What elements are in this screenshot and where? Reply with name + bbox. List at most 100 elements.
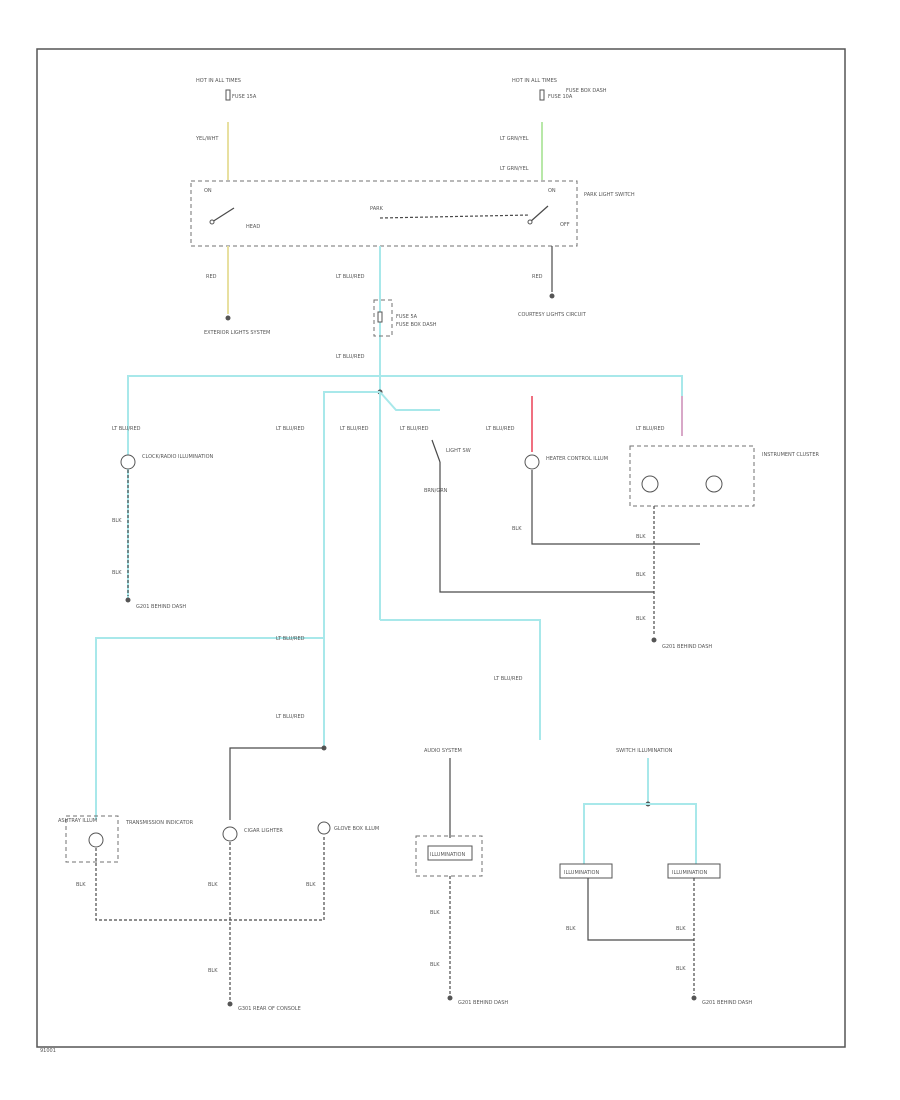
trans-ind-label: TRANSMISSION INDICATOR xyxy=(125,820,194,826)
lower-branch-wire xyxy=(229,747,324,820)
head-label: HEAD xyxy=(246,224,260,230)
ground-bottom-right-label: G201 BEHIND DASH xyxy=(702,1000,752,1006)
wire-cyan-2-label: LT BLU/RED xyxy=(336,354,365,360)
off-label: OFF xyxy=(560,222,570,228)
brn-note-label: BRN/GRN xyxy=(424,488,448,494)
ground-center-symbol-icon xyxy=(651,637,657,643)
switch-pivot-left xyxy=(209,219,215,225)
cluster-title-label: INSTRUMENT CLUSTER xyxy=(762,452,820,458)
hot-left-label: HOT IN ALL TIMES xyxy=(196,78,241,84)
fuse-right-icon xyxy=(539,89,545,101)
cluster-lamp-1-bulb-icon xyxy=(641,475,659,493)
switch-title-label: PARK LIGHT SWITCH xyxy=(584,192,635,198)
ground-left-label: G201 BEHIND DASH xyxy=(136,604,186,610)
cyan-to-cluster-left xyxy=(323,391,380,748)
sw-title-label: SWITCH ILLUMINATION xyxy=(616,748,673,754)
fuse-left-icon xyxy=(225,89,231,101)
blk-9-label: BLK xyxy=(306,882,316,888)
ground-bottom-right-symbol-icon xyxy=(691,995,697,1001)
wire-cyan-mid-label: LT BLU/RED xyxy=(494,676,523,682)
fuse-right-label: FUSE 10A xyxy=(548,94,573,100)
wire-e-label: LT BLU/RED xyxy=(486,426,515,432)
fuse-box-note: FUSE BOX DASH xyxy=(566,88,607,94)
cluster-lamp-2-bulb-icon xyxy=(705,475,723,493)
clock-title-label: CLOCK/RADIO ILLUMINATION xyxy=(142,454,214,460)
wire-d-label: LT BLU/RED xyxy=(400,426,429,432)
cyan-center-branch xyxy=(380,619,541,740)
ground-center-label: G201 BEHIND DASH xyxy=(662,644,712,650)
switch-to-ground-wire xyxy=(439,462,654,593)
blk-1-label: BLK xyxy=(112,518,122,524)
blk-5-label: BLK xyxy=(636,572,646,578)
wire-grn-top-label: LT GRN/YEL xyxy=(500,136,529,142)
blk-13-label: BLK xyxy=(566,926,576,932)
switch-link-dash xyxy=(379,214,531,219)
blk-11-label: BLK xyxy=(430,910,440,916)
glovebox-label: GLOVE BOX ILLUM xyxy=(334,826,379,832)
cig-lamp-bulb-icon xyxy=(222,826,238,842)
ground-left-symbol-icon xyxy=(125,597,131,603)
park-label: PARK xyxy=(370,206,384,212)
heater-ctrl-label: HEATER CONTROL ILLUM xyxy=(546,456,608,462)
switch-contact-right-icon xyxy=(529,205,549,223)
wire-f-label: LT BLU/RED xyxy=(636,426,665,432)
instrument-cluster-box xyxy=(629,445,755,507)
fuse-center-label: FUSE 5A xyxy=(396,314,418,320)
wire-cyan-low-label: LT BLU/RED xyxy=(276,714,305,720)
blk-2-label: BLK xyxy=(112,570,122,576)
courtesy-node xyxy=(549,293,555,299)
cyan-lower-left xyxy=(95,637,324,820)
lower-left-ground-bus xyxy=(95,836,325,921)
heater-lamp-bulb-icon xyxy=(524,454,540,470)
blk-7-label: BLK xyxy=(76,882,86,888)
sw-lamp-label: LIGHT SW xyxy=(446,448,471,454)
diagram-frame xyxy=(36,48,846,1048)
fuse-left-label: FUSE 15A xyxy=(232,94,257,100)
sw-illum-left-connector-icon xyxy=(559,863,613,879)
sw-return-wire xyxy=(587,878,694,941)
switch-pivot-right xyxy=(527,219,533,225)
trans-lamp-bulb-icon xyxy=(88,832,104,848)
ground-bottom-center-symbol-icon xyxy=(447,995,453,1001)
audio-title-label: AUDIO SYSTEM xyxy=(424,748,462,754)
blk-3-label: BLK xyxy=(512,526,522,532)
hot-right-label: HOT IN ALL TIMES xyxy=(512,78,557,84)
illum-3-label: ILLUMINATION xyxy=(672,870,707,876)
ground-bottom-left-label: G301 REAR OF CONSOLE xyxy=(238,1006,301,1012)
ground-bottom-center-label: G201 BEHIND DASH xyxy=(458,1000,508,1006)
ext-lights-label: EXTERIOR LIGHTS SYSTEM xyxy=(204,330,270,336)
sw-branch-wire xyxy=(583,803,697,864)
blk-6-label: BLK xyxy=(636,616,646,622)
switch-contact-left-icon xyxy=(211,207,235,223)
ground-bottom-left-symbol-icon xyxy=(227,1001,233,1007)
clock-lamp-bulb-icon xyxy=(120,454,136,470)
wire-a-label: LT BLU/RED xyxy=(112,426,141,432)
on-label-left: ON xyxy=(204,188,212,194)
courtesy-label: COURTESY LIGHTS CIRCUIT xyxy=(518,312,587,318)
illum-2-label: ILLUMINATION xyxy=(564,870,599,876)
wire-grn-top2-label: LT GRN/YEL xyxy=(500,166,529,172)
ashtray-label: ASHTRAY ILLUM xyxy=(58,818,97,824)
wire-b-label: LT BLU/RED xyxy=(276,426,305,432)
wire-c-label: LT BLU/RED xyxy=(340,426,369,432)
fuse-center-box xyxy=(373,299,393,337)
corner-mark: 91001 xyxy=(40,1048,56,1054)
heater-return-wire xyxy=(531,470,700,545)
audio-illum-box xyxy=(415,835,483,877)
wire-red-left-label: RED xyxy=(206,274,217,280)
audio-connector-icon xyxy=(427,845,473,861)
blk-12-label: BLK xyxy=(430,962,440,968)
cig-lighter-label: CIGAR LIGHTER xyxy=(244,828,283,834)
headlight-switch-box xyxy=(190,180,578,247)
blk-8-label: BLK xyxy=(208,882,218,888)
cyan-to-switch xyxy=(379,391,440,411)
ext-lights-node xyxy=(225,315,231,321)
wire-cyan-left-label: LT BLU/RED xyxy=(276,636,305,642)
wire-yel-top-label: YEL/WHT xyxy=(195,136,219,142)
fuse-center-icon xyxy=(377,311,383,323)
illum-1-label: ILLUMINATION xyxy=(430,852,465,858)
blk-14-label: BLK xyxy=(676,926,686,932)
glovebox-lamp-bulb-icon xyxy=(317,821,331,835)
fuse-center-note: FUSE BOX DASH xyxy=(396,322,437,328)
blk-4-label: BLK xyxy=(636,534,646,540)
